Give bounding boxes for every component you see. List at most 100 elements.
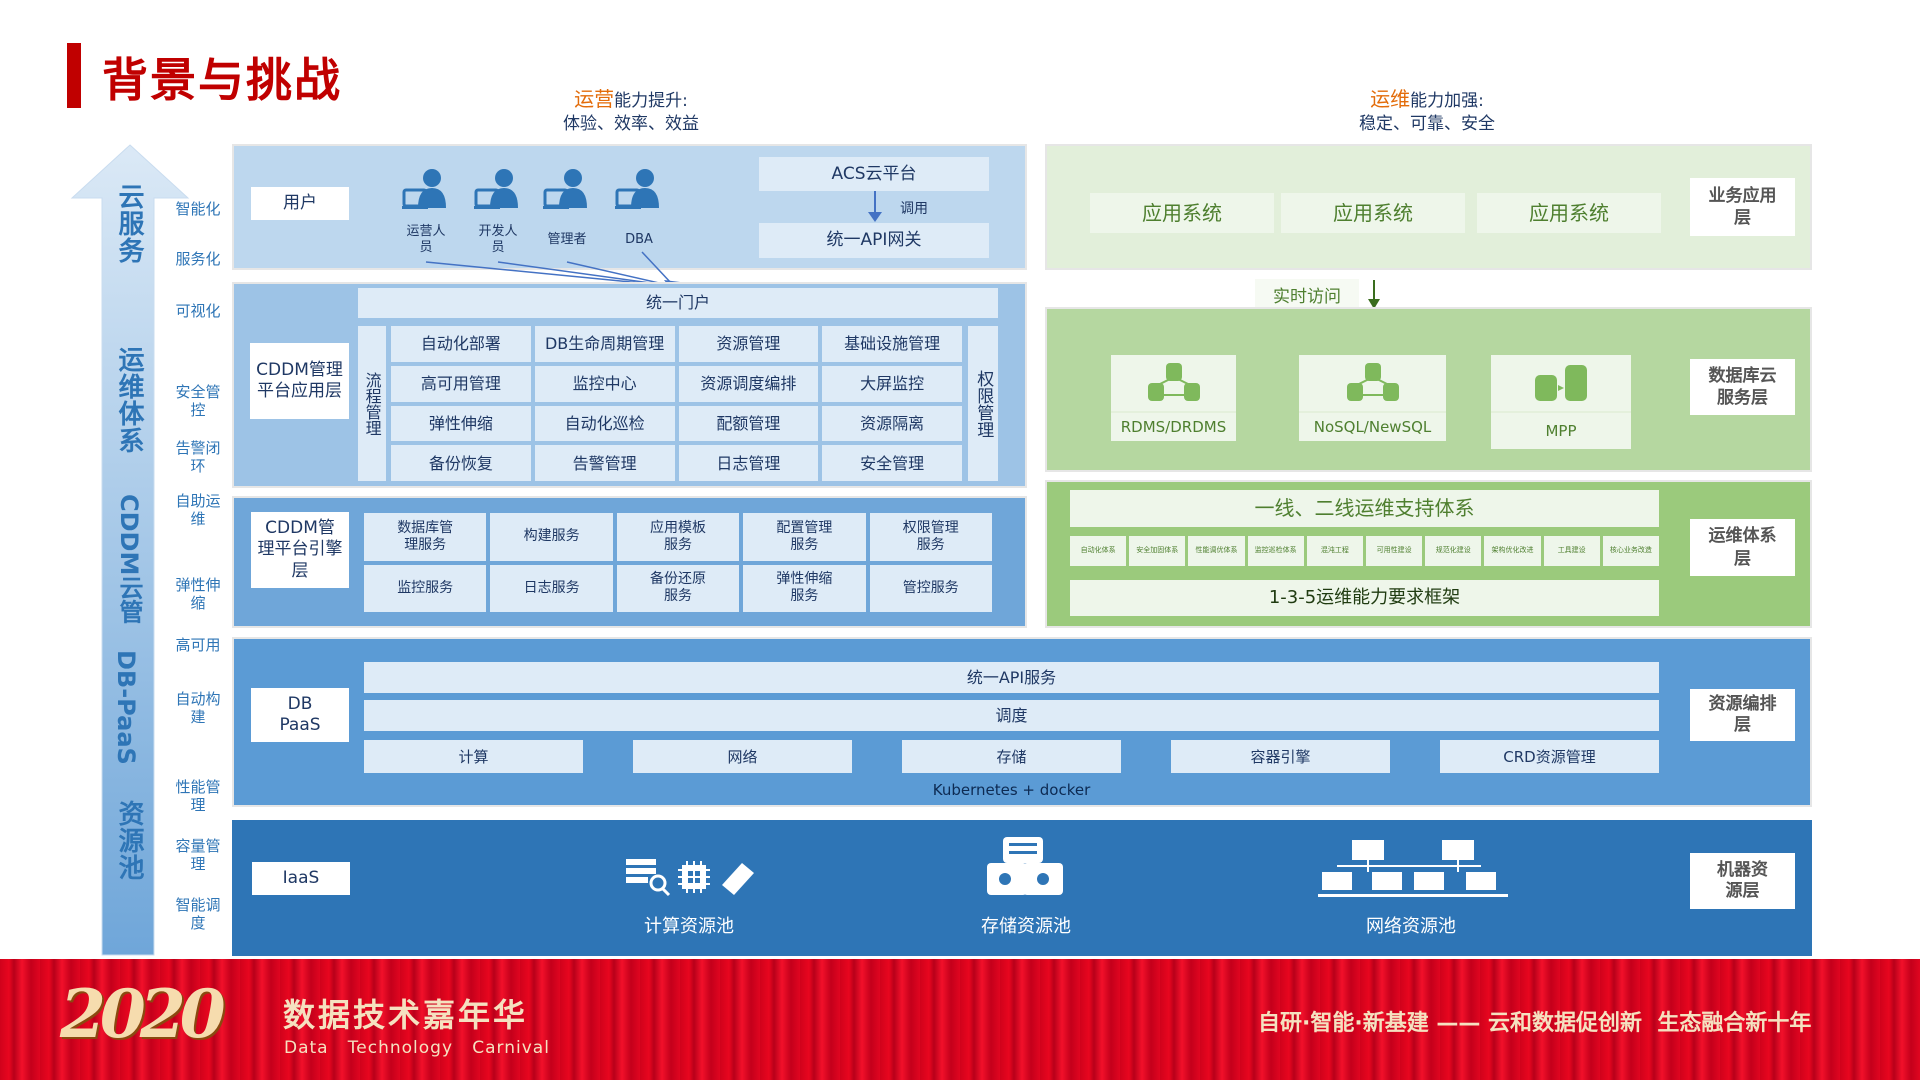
up-arrow xyxy=(70,144,190,956)
ops-item: 可用性建设 xyxy=(1366,536,1423,566)
side-label: 安全管控 xyxy=(175,383,221,419)
engine-service-item: 弹性伸缩服务 xyxy=(743,564,866,612)
caption-text: 能力提升: xyxy=(614,91,688,111)
app-function-item: 安全管理 xyxy=(822,445,962,481)
title-accent-bar xyxy=(67,43,81,108)
side-label: 容量管理 xyxy=(175,837,221,873)
api-gateway-box: 统一API网关 xyxy=(759,223,989,258)
db-card: RDMS/DRDMS xyxy=(1111,355,1236,441)
left-caption: 运营能力提升: 体验、效率、效益 xyxy=(481,86,781,136)
paas-resource-item: 计算 xyxy=(364,740,583,773)
flow-management: 流程管理 xyxy=(358,326,386,481)
engine-service-item: 监控服务 xyxy=(364,564,487,612)
arrow-label-cloud-service: 云服务 xyxy=(114,183,144,264)
side-label: 弹性伸缩 xyxy=(175,576,221,612)
app-function-item: 资源隔离 xyxy=(822,405,962,442)
unified-portal: 统一门户 xyxy=(358,288,998,318)
ops-item: 性能调优体系 xyxy=(1188,536,1245,566)
ops-framework: 1-3-5运维能力要求框架 xyxy=(1070,580,1659,616)
engine-layer-label: CDDM管理平台引擎层 xyxy=(251,512,349,588)
app-function-item: 弹性伸缩 xyxy=(391,405,531,442)
compute-pool-label: 计算资源池 xyxy=(644,916,734,937)
ops-items-row: 自动化体系安全加固体系性能调优体系监控巡检体系混沌工程可用性建设规范化建设架构优… xyxy=(1070,536,1659,566)
scheduling: 调度 xyxy=(364,700,1659,731)
paas-resource-item: 容器引擎 xyxy=(1171,740,1390,773)
side-label: 智能化 xyxy=(175,200,221,218)
engine-service-item: 日志服务 xyxy=(490,564,613,612)
engine-service-grid: 数据库管理服务构建服务应用模板服务配置管理服务权限管理服务监控服务日志服务备份还… xyxy=(364,513,992,612)
orchestration-layer-label: 资源编排层 xyxy=(1690,689,1795,741)
network-icon xyxy=(1318,840,1508,897)
app-function-item: 自动化部署 xyxy=(391,326,531,362)
role-label: 开发人员 xyxy=(478,224,518,255)
app-function-item: 告警管理 xyxy=(534,445,675,481)
engine-service-item: 配置管理服务 xyxy=(743,513,866,561)
engine-service-item: 构建服务 xyxy=(490,513,613,561)
app-function-item: 日志管理 xyxy=(678,445,819,481)
event-slogan: 自研·智能·新基建 —— 云和数据促创新 生态融合新十年 xyxy=(1258,1011,1812,1036)
app-function-item: 高可用管理 xyxy=(391,365,531,402)
role-label: 运营人员 xyxy=(406,224,446,255)
access-arrow-head xyxy=(1368,299,1380,309)
paas-resource-item: 存储 xyxy=(902,740,1121,773)
storage-icon xyxy=(987,837,1063,895)
right-caption: 运维能力加强: 稳定、可靠、安全 xyxy=(1277,86,1577,136)
access-arrow xyxy=(1373,280,1375,302)
biz-layer-label: 业务应用层 xyxy=(1690,178,1795,236)
footer-banner xyxy=(0,959,1920,1080)
call-label: 调用 xyxy=(900,201,928,217)
db-card-label: RDMS/DRDMS xyxy=(1111,411,1236,441)
app-function-item: DB生命周期管理 xyxy=(534,326,675,362)
acs-platform-box: ACS云平台 xyxy=(759,157,989,191)
ops-item: 核心业务改造 xyxy=(1602,536,1659,566)
realtime-access-label: 实时访问 xyxy=(1255,279,1359,309)
ops-item: 混沌工程 xyxy=(1306,536,1363,566)
paas-resource-item: 网络 xyxy=(633,740,852,773)
unified-api-service: 统一API服务 xyxy=(364,662,1659,693)
database-icon xyxy=(1491,355,1631,411)
app-system-box: 应用系统 xyxy=(1281,193,1465,233)
person-laptop-icon xyxy=(539,168,595,216)
person-laptop-icon xyxy=(398,168,454,216)
role-label: DBA xyxy=(625,232,653,248)
db-layer-label: 数据库云服务层 xyxy=(1690,359,1795,415)
person-laptop-icon xyxy=(470,168,526,216)
caption-text: 能力加强: xyxy=(1410,91,1484,111)
arrow-label-ops: 运维体系 xyxy=(114,346,144,454)
engine-service-item: 权限管理服务 xyxy=(869,513,992,561)
role-label: 管理者 xyxy=(547,232,587,248)
event-name-en: Data Technology Carnival xyxy=(284,1038,550,1058)
app-function-item: 配额管理 xyxy=(678,405,819,442)
ops-item: 架构优化改进 xyxy=(1484,536,1541,566)
ops-support-system: 一线、二线运维支持体系 xyxy=(1070,490,1659,527)
permission-management: 权限管理 xyxy=(968,326,998,481)
event-logo: 2020 xyxy=(60,975,226,1053)
engine-service-item: 备份还原服务 xyxy=(616,564,740,612)
side-label: 可视化 xyxy=(175,302,221,320)
side-label: 高可用 xyxy=(175,636,221,654)
ops-item: 监控巡检体系 xyxy=(1247,536,1304,566)
db-card: NoSQL/NewSQL xyxy=(1299,355,1446,441)
side-label: 自动构建 xyxy=(175,690,221,726)
arrow-label-dbpaas: DB-PaaS xyxy=(112,650,140,765)
caption-highlight: 运营 xyxy=(574,87,615,111)
call-arrow xyxy=(874,191,876,217)
caption-highlight: 运维 xyxy=(1370,87,1411,111)
paas-resource-item: CRD资源管理 xyxy=(1440,740,1659,773)
db-card-label: NoSQL/NewSQL xyxy=(1299,411,1446,441)
arrow-label-pool: 资源池 xyxy=(114,800,144,881)
db-card-label: MPP xyxy=(1491,411,1631,449)
app-layer-label: CDDM管理平台应用层 xyxy=(250,343,349,419)
machine-layer-label: 机器资源层 xyxy=(1690,853,1795,909)
page-title: 背景与挑战 xyxy=(102,53,342,107)
app-function-item: 基础设施管理 xyxy=(822,326,962,362)
caption-sub: 稳定、可靠、安全 xyxy=(1359,114,1495,134)
ops-item: 规范化建设 xyxy=(1425,536,1482,566)
app-function-item: 备份恢复 xyxy=(391,445,531,481)
side-label: 性能管理 xyxy=(175,778,221,814)
db-card: MPP xyxy=(1491,355,1631,449)
network-pool-label: 网络资源池 xyxy=(1366,916,1456,937)
app-system-box: 应用系统 xyxy=(1477,193,1661,233)
app-function-item: 大屏监控 xyxy=(822,365,962,402)
